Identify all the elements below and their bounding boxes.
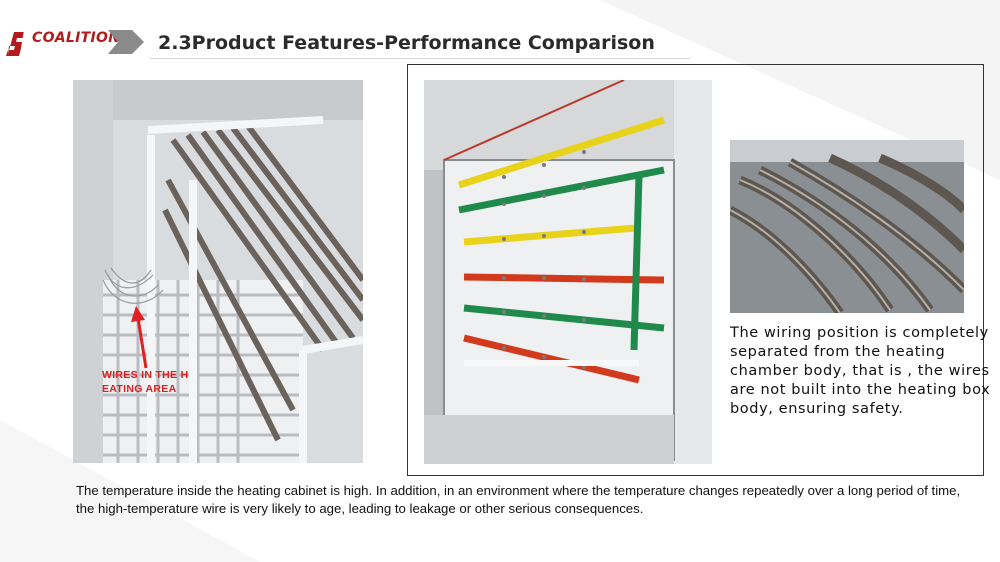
title-divider <box>150 58 690 59</box>
comparison-frame <box>407 64 984 476</box>
logo-wordmark: COALITION <box>32 30 121 46</box>
wiring-description: The wiring position is completely separa… <box>730 325 991 417</box>
heating-tubes-closeup-photo <box>730 140 964 313</box>
wires-annotation: WIRES IN THE H EATING AREA <box>102 369 189 395</box>
wiring-panel-photo <box>424 80 712 464</box>
footer-paragraph: The temperature inside the heating cabin… <box>76 483 961 516</box>
title-arrow-icon <box>108 30 144 54</box>
coalition-logo <box>6 30 106 56</box>
heating-cabinet-photo <box>73 80 363 463</box>
page-title: 2.3Product Features-Performance Comparis… <box>158 32 655 54</box>
